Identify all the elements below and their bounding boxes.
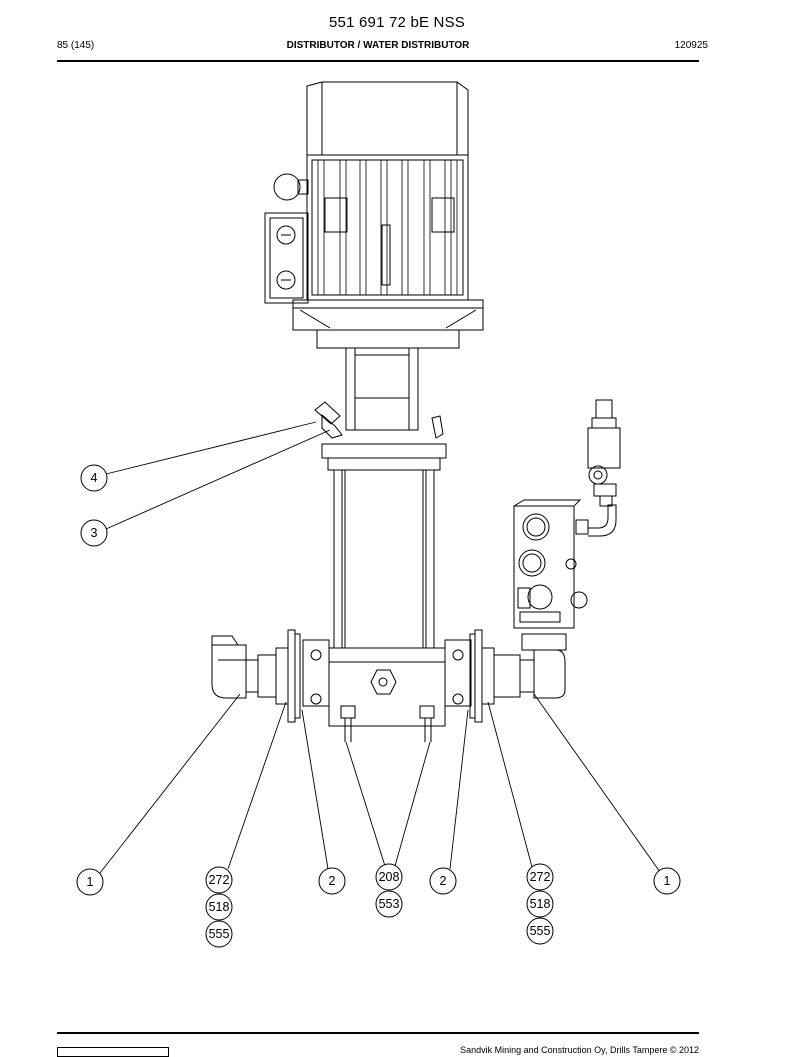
- coupling-lantern: [314, 347, 444, 439]
- motor-assembly: [264, 81, 484, 349]
- callout-3: 3: [91, 526, 98, 540]
- pump-body: [321, 443, 447, 742]
- date-code: 120925: [674, 40, 708, 51]
- left-flange-assembly: [211, 629, 330, 723]
- section-title: DISTRIBUTOR / WATER DISTRIBUTOR: [286, 40, 470, 51]
- callout-555-right: 555: [530, 924, 551, 938]
- leader-lines: [99, 421, 661, 874]
- footer-copyright: Sandvik Mining and Construction Oy, Dril…: [460, 1045, 699, 1055]
- callout-518-left: 518: [209, 900, 230, 914]
- callout-518-right: 518: [530, 897, 551, 911]
- callout-2-left: 2: [329, 874, 336, 888]
- callout-1-left: 1: [87, 875, 94, 889]
- right-flange-assembly: [444, 629, 567, 723]
- document-number: 551 691 72 bE NSS: [329, 14, 465, 31]
- footer-divider: [57, 1032, 699, 1034]
- callout-272-right: 272: [530, 870, 551, 884]
- callout-bubbles: [76, 464, 681, 948]
- page-number: 85 (145): [57, 40, 95, 51]
- callout-555-left: 555: [209, 927, 230, 941]
- callout-208: 208: [379, 870, 400, 884]
- callout-2-right: 2: [440, 874, 447, 888]
- company-logo: [57, 1047, 169, 1057]
- callout-553: 553: [379, 897, 400, 911]
- valve-block: [513, 399, 621, 629]
- callout-1-right: 1: [664, 874, 671, 888]
- callout-4: 4: [91, 471, 98, 485]
- callout-272-left: 272: [209, 873, 230, 887]
- header-divider: [57, 60, 699, 62]
